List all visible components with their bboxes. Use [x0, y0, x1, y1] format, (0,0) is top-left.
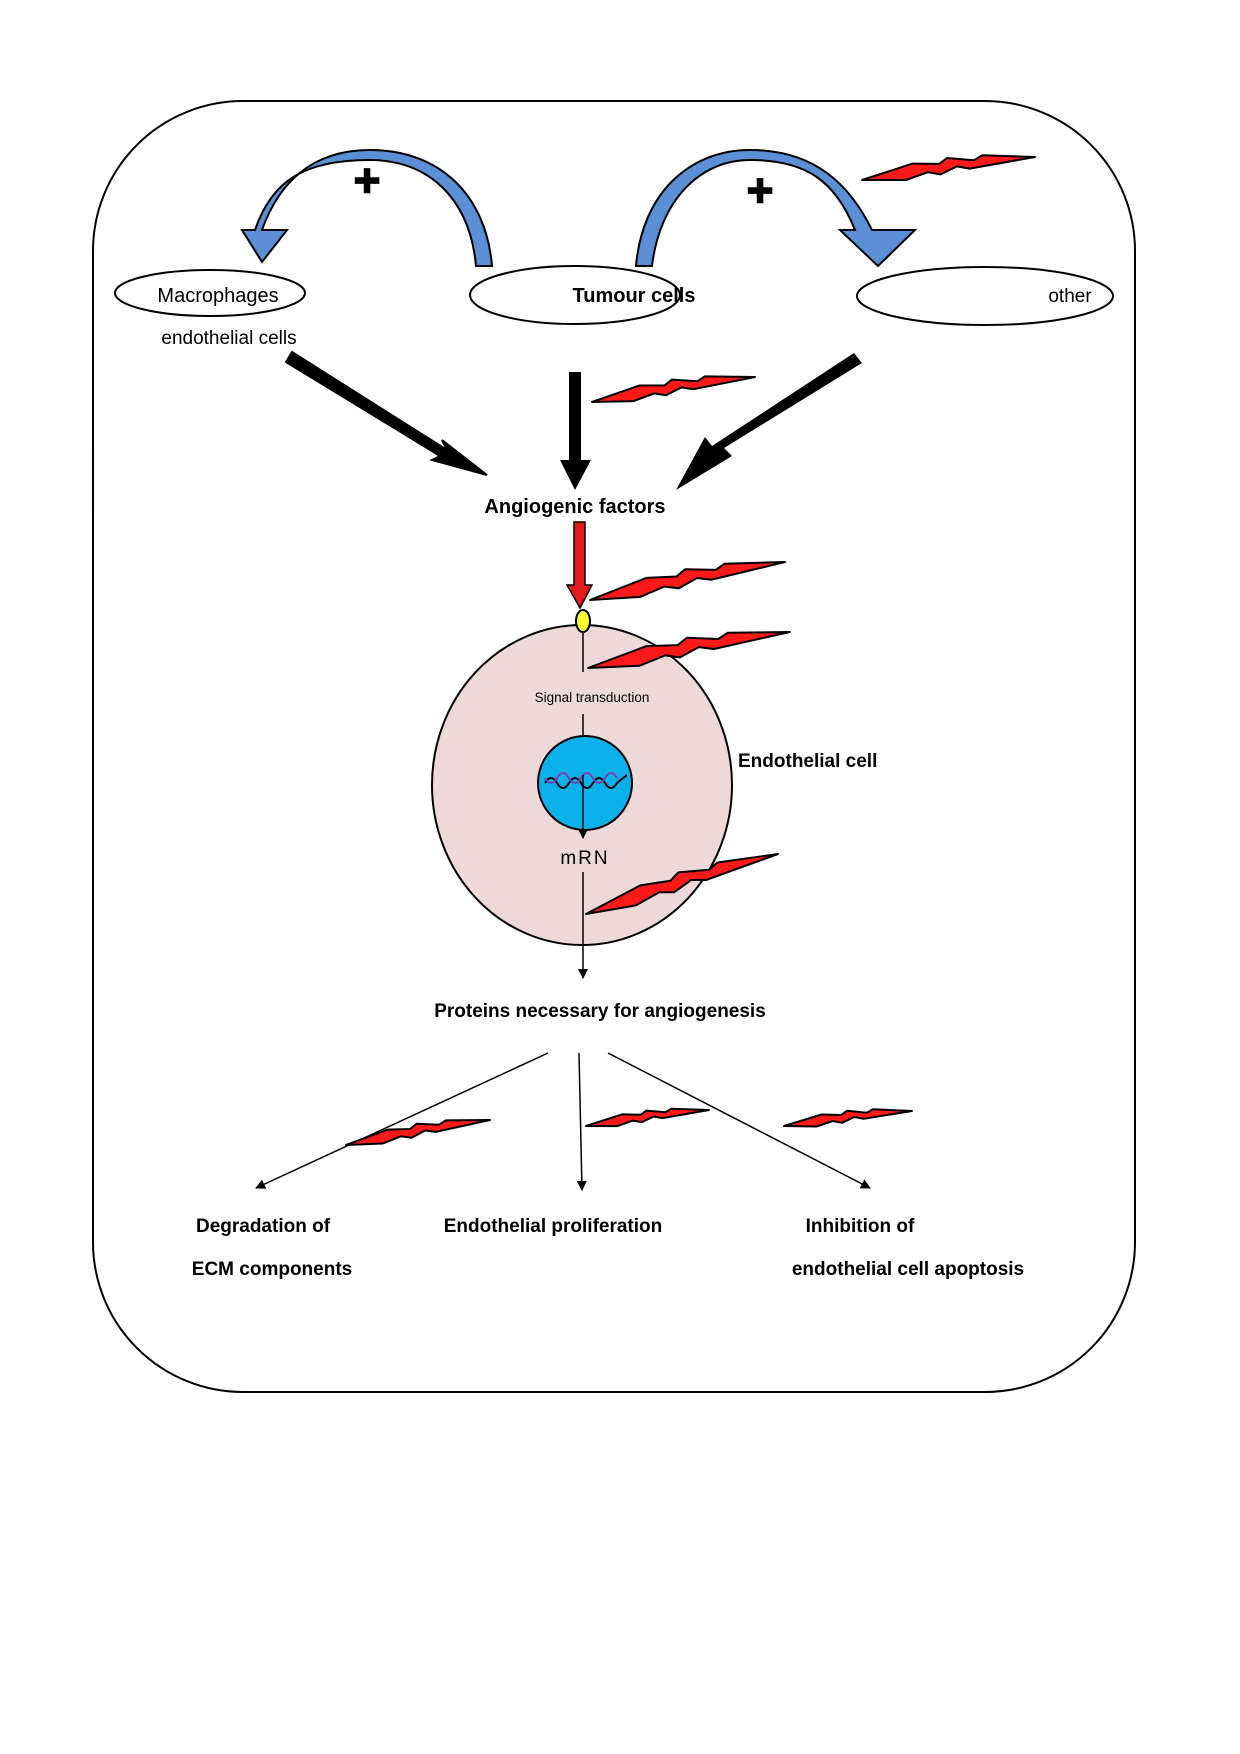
arrow-to-inhibition	[607, 1052, 871, 1189]
angiogenic-factors-label: Angiogenic factors	[484, 496, 665, 518]
inhibitor-bolt-icon	[585, 853, 779, 915]
inhibitor-bolt-icon	[591, 375, 756, 403]
inhibition-label-line1: Inhibition of	[806, 1216, 915, 1237]
degradation-label-line1: Degradation of	[196, 1216, 331, 1237]
inhibitor-bolt-icon	[345, 1119, 491, 1146]
signal-transduction-label: Signal transduction	[535, 690, 650, 705]
endothelial-cells-label: endothelial cells	[161, 328, 296, 349]
arrow-factors-to-receptor	[565, 521, 594, 610]
endothelial-cell-label: Endothelial cell	[738, 751, 877, 772]
inhibitor-bolt-icon	[585, 1107, 710, 1128]
arrow-macrophages-to-factors	[284, 350, 488, 476]
arrow-other-to-factors	[676, 353, 862, 490]
inhibitor-bolt-icon	[589, 561, 786, 601]
other-label: other	[1048, 286, 1092, 307]
macrophages-label: Macrophages	[157, 285, 278, 307]
arrow-to-degradation	[255, 1052, 549, 1189]
feedback-arrow-right	[634, 148, 918, 268]
dna-icon	[544, 772, 628, 789]
proliferation-label: Endothelial proliferation	[444, 1216, 663, 1237]
tumour-cells-node	[469, 265, 681, 325]
outer-frame	[92, 100, 1136, 1393]
inhibition-label-line2: endothelial cell apoptosis	[792, 1259, 1024, 1280]
receptor	[575, 609, 591, 633]
feedback-arrow-left	[240, 148, 494, 267]
other-node	[856, 266, 1114, 326]
arrow-tumour-to-factors	[560, 372, 591, 490]
plus-icon-right: +	[747, 164, 774, 216]
mrna-label: mRN	[560, 848, 609, 869]
tumour-cells-label: Tumour cells	[573, 285, 696, 307]
macrophages-node	[114, 269, 306, 317]
proteins-label: Proteins necessary for angiogenesis	[434, 1001, 766, 1022]
plus-icon-left: +	[354, 154, 381, 206]
inhibitor-bolt-icon	[861, 154, 1036, 181]
degradation-label-line2: ECM components	[192, 1259, 352, 1280]
inhibitor-bolt-icon	[783, 1108, 913, 1128]
arrow-to-proliferation	[576, 1052, 587, 1191]
inhibitor-bolt-icon	[587, 631, 791, 669]
